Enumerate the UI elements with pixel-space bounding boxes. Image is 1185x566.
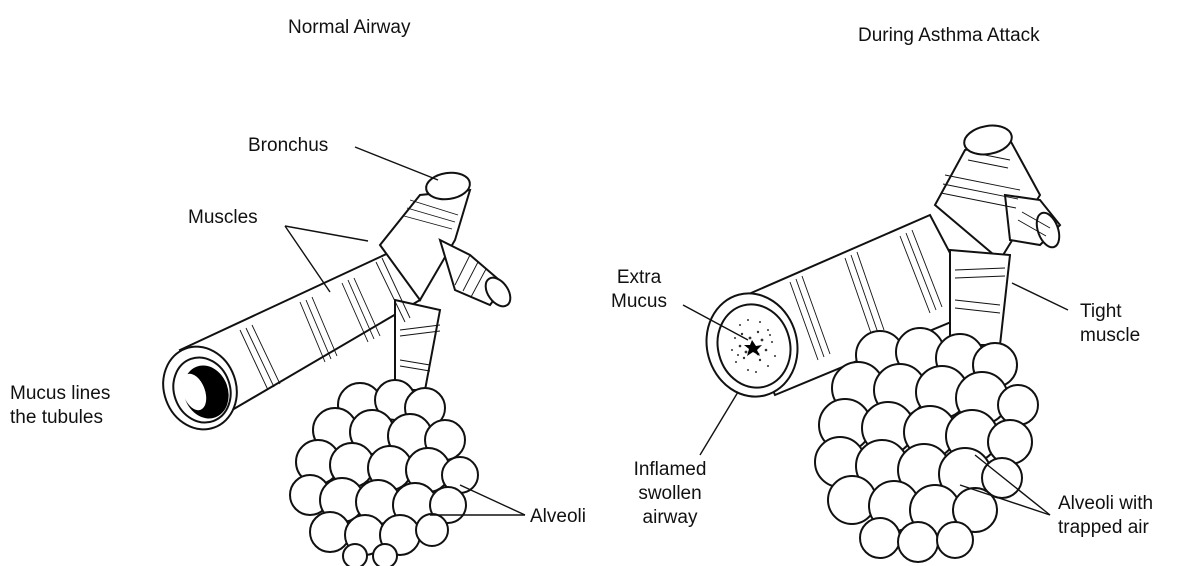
mucus-lines-line-1: Mucus lines — [10, 382, 110, 406]
inflamed-line-2: swollen — [620, 482, 720, 506]
extra-mucus-label: Extra Mucus — [604, 266, 674, 314]
normal-airway-title: Normal Airway — [288, 16, 410, 40]
bronchus-label: Bronchus — [248, 134, 328, 158]
extra-mucus-line-1: Extra — [604, 266, 674, 290]
tight-muscle-label: Tight muscle — [1080, 300, 1140, 348]
tight-muscle-line-2: muscle — [1080, 324, 1140, 348]
muscles-leader-a — [285, 226, 368, 241]
alveoli-leader-a — [460, 485, 525, 515]
inflamed-leader — [700, 392, 738, 455]
alveoli-trapped-line-2: trapped air — [1058, 516, 1153, 540]
alveoli-trapped-air-label: Alveoli with trapped air — [1058, 492, 1153, 540]
extra-mucus-line-2: Mucus — [604, 290, 674, 314]
inflamed-line-1: Inflamed — [620, 458, 720, 482]
bronchus-leader — [355, 147, 438, 180]
inflamed-line-3: airway — [620, 506, 720, 530]
inflamed-airway-label: Inflamed swollen airway — [620, 458, 720, 530]
tight-muscle-line-1: Tight — [1080, 300, 1140, 324]
muscles-leader-b — [285, 226, 330, 292]
asthma-attack-title: During Asthma Attack — [858, 24, 1040, 48]
asthma-airway-illustration — [695, 122, 1063, 562]
alveoli-trapped-line-1: Alveoli with — [1058, 492, 1153, 516]
tight-muscle-leader — [1012, 283, 1068, 310]
mucus-lines-label: Mucus lines the tubules — [10, 382, 110, 430]
alveoli-label: Alveoli — [530, 505, 586, 529]
mucus-lines-line-2: the tubules — [10, 406, 110, 430]
muscles-label: Muscles — [188, 206, 258, 230]
